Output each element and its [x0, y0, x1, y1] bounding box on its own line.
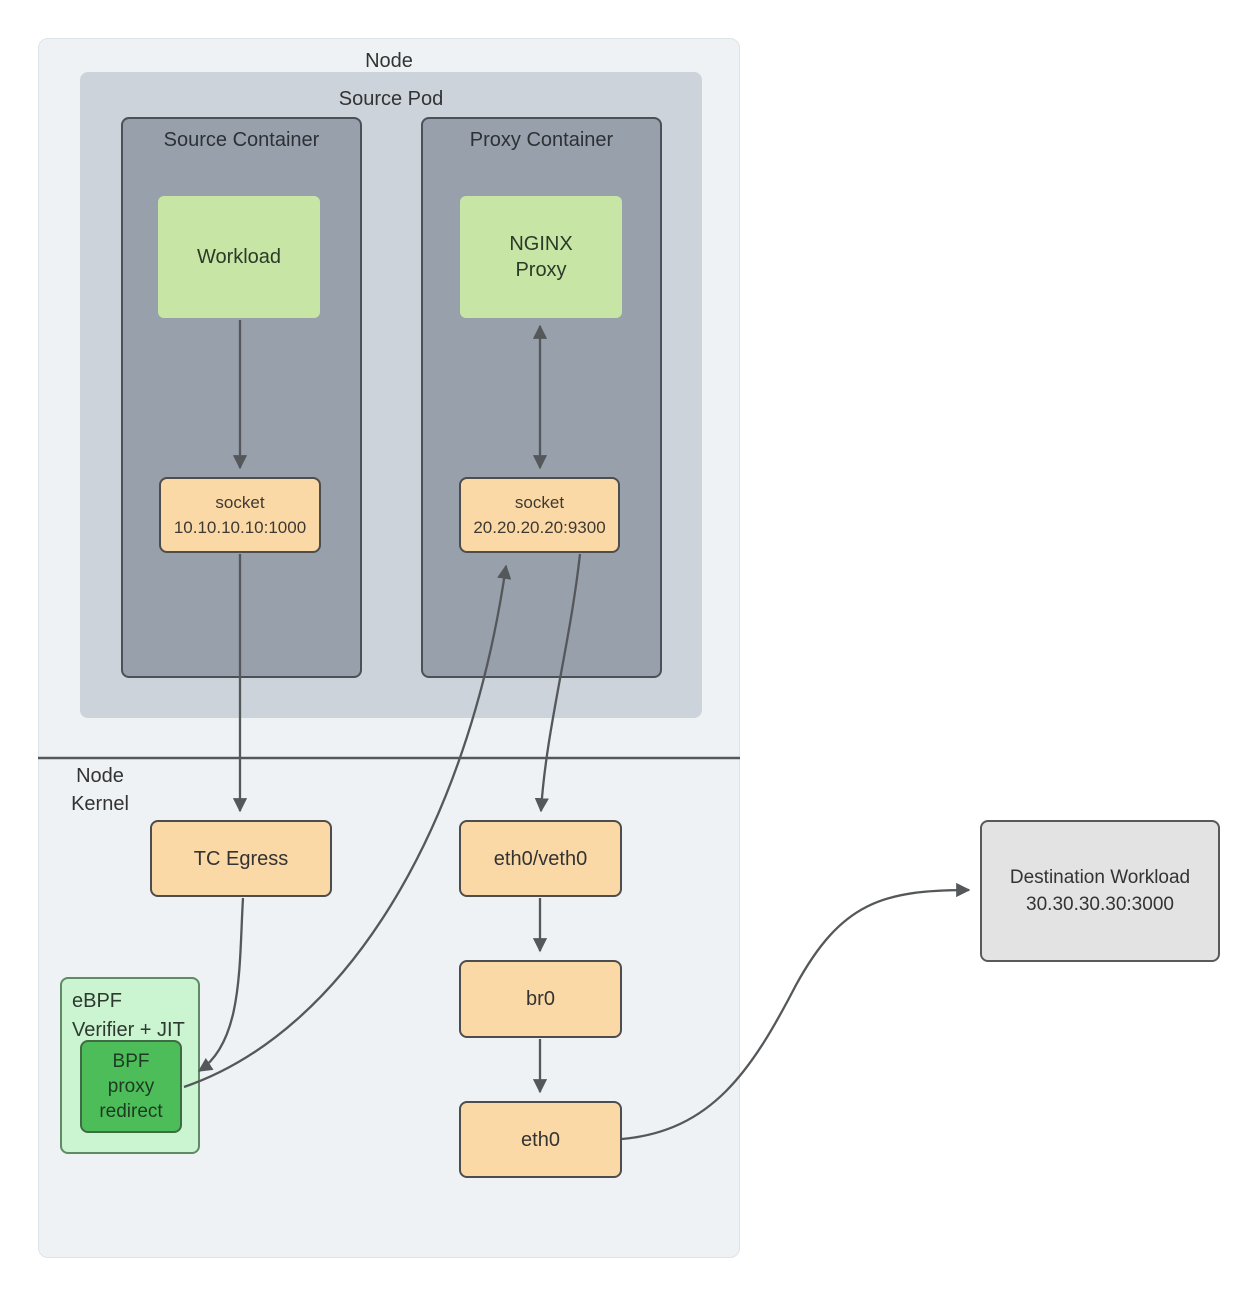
eth0-label: eth0	[521, 1128, 560, 1151]
br0-label: br0	[526, 988, 555, 1010]
nginx-proxy-node: NGINX Proxy	[460, 196, 622, 318]
source-socket-label: socket 10.10.10.10:1000	[173, 493, 307, 537]
node-title: Node	[365, 50, 413, 72]
source-pod-title: Source Pod	[338, 88, 444, 110]
workload-label: Workload	[196, 246, 282, 268]
br0-node: br0	[459, 960, 622, 1038]
ebpf-verifier-container: eBPF Verifier + JIT BPF proxy redirect	[60, 977, 200, 1154]
nginx-proxy-label: NGINX Proxy	[509, 233, 573, 281]
eth0-veth0-node: eth0/veth0	[459, 820, 622, 897]
bpf-proxy-redirect-node: BPF proxy redirect	[80, 1040, 182, 1133]
tc-egress-label: TC Egress	[193, 847, 289, 870]
proxy-socket-label: socket 20.20.20.20:9300	[473, 493, 606, 537]
node-kernel-title: Node Kernel	[71, 765, 129, 815]
ebpf-verifier-label: eBPF Verifier + JIT	[72, 990, 185, 1041]
destination-workload-label: Destination Workload 30.30.30.30:3000	[1009, 867, 1191, 915]
proxy-container-title: Proxy Container	[469, 129, 614, 151]
source-container-title: Source Container	[163, 129, 320, 151]
tc-egress-node: TC Egress	[150, 820, 332, 897]
workload-node: Workload	[158, 196, 320, 318]
eth0-node: eth0	[459, 1101, 622, 1178]
eth0-veth0-label: eth0/veth0	[493, 847, 588, 870]
bpf-proxy-redirect-label: BPF proxy redirect	[99, 1051, 163, 1122]
source-socket-node: socket 10.10.10.10:1000	[159, 477, 321, 553]
proxy-socket-node: socket 20.20.20.20:9300	[459, 477, 620, 553]
destination-workload-node: Destination Workload 30.30.30.30:3000	[980, 820, 1220, 962]
